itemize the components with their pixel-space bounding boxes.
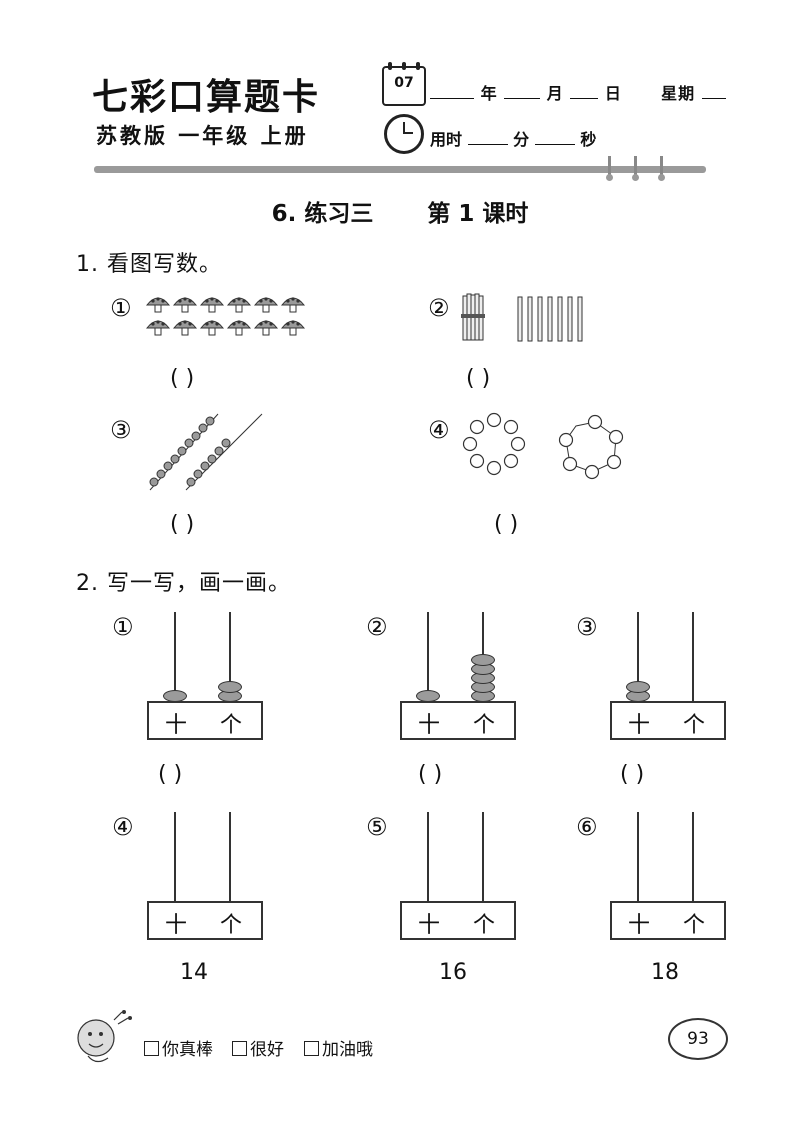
bead — [471, 654, 495, 666]
tens-rod — [637, 612, 639, 702]
lesson-title: 6. 练习三 — [271, 201, 374, 227]
lesson-session: 第 1 课时 — [427, 201, 529, 227]
section2-title: 2. 写一写，画一画。 — [76, 571, 291, 596]
bead-rings-picture — [462, 412, 624, 480]
time-fill-line: 用时 分 秒 — [430, 130, 597, 149]
answer-paren[interactable]: ( ) — [466, 366, 491, 391]
item-number: ③ — [576, 613, 598, 641]
date-fill-line: 年 月 日 星期 — [430, 80, 726, 104]
checkbox[interactable] — [304, 1041, 319, 1056]
brand-title: 七彩口算题卡 — [92, 76, 321, 118]
item-number: ③ — [110, 416, 132, 444]
page-number: 93 — [668, 1018, 728, 1060]
answer-paren[interactable]: ( ) — [170, 366, 195, 391]
item-number: ④ — [112, 813, 134, 841]
calendar-number: 07 — [394, 75, 414, 91]
header-divider — [94, 166, 706, 173]
item-number: ② — [366, 613, 388, 641]
item-number: ① — [112, 613, 134, 641]
answer-paren[interactable]: ( ) — [620, 762, 645, 787]
ones-rod — [692, 612, 694, 702]
ones-rod — [482, 812, 484, 902]
rating-option-great[interactable]: 你真棒 — [144, 1035, 213, 1060]
answer-paren[interactable]: ( ) — [158, 762, 183, 787]
rating-option-keep-going[interactable]: 加油哦 — [304, 1035, 373, 1060]
answer-paren[interactable]: ( ) — [170, 512, 195, 537]
target-number: 14 — [180, 960, 208, 985]
mushrooms-picture — [146, 296, 305, 336]
item-number: ⑥ — [576, 813, 598, 841]
abacus-base[interactable]: 十 个 — [610, 901, 726, 940]
answer-paren[interactable]: ( ) — [418, 762, 443, 787]
checkbox[interactable] — [144, 1041, 159, 1056]
bead — [626, 681, 650, 693]
target-number: 18 — [651, 960, 679, 985]
ones-rod — [692, 812, 694, 902]
abacus-base[interactable]: 十 个 — [400, 901, 516, 940]
item-number: ④ — [428, 416, 450, 444]
abacus-base: 十 个 — [610, 701, 726, 740]
tens-rod — [427, 812, 429, 902]
abacus-base[interactable]: 十 个 — [147, 901, 263, 940]
lesson-heading: 6. 练习三 第 1 课时 — [0, 194, 800, 228]
abacus-base: 十 个 — [400, 701, 516, 740]
tens-rod — [174, 612, 176, 702]
edition-label: 苏教版 一年级 上册 — [96, 124, 309, 148]
bead — [218, 681, 242, 693]
tens-rod — [637, 812, 639, 902]
mascot-icon — [77, 1010, 132, 1063]
item-number: ② — [428, 294, 450, 322]
clock-icon — [384, 114, 424, 154]
abacus-base: 十 个 — [147, 701, 263, 740]
calendar-icon: 07 — [382, 62, 426, 106]
ones-rod — [229, 812, 231, 902]
item-number: ① — [110, 294, 132, 322]
target-number: 16 — [439, 960, 467, 985]
checkbox[interactable] — [232, 1041, 247, 1056]
item-number: ⑤ — [366, 813, 388, 841]
tens-rod — [174, 812, 176, 902]
bead-strings-picture — [149, 413, 263, 491]
answer-paren[interactable]: ( ) — [494, 512, 519, 537]
section1-title: 1. 看图写数。 — [76, 252, 222, 277]
rating-option-good[interactable]: 很好 — [232, 1035, 284, 1060]
divider-ornament — [602, 156, 672, 184]
tens-rod — [427, 612, 429, 702]
ones-rod — [229, 612, 231, 702]
sticks-picture — [461, 293, 583, 342]
